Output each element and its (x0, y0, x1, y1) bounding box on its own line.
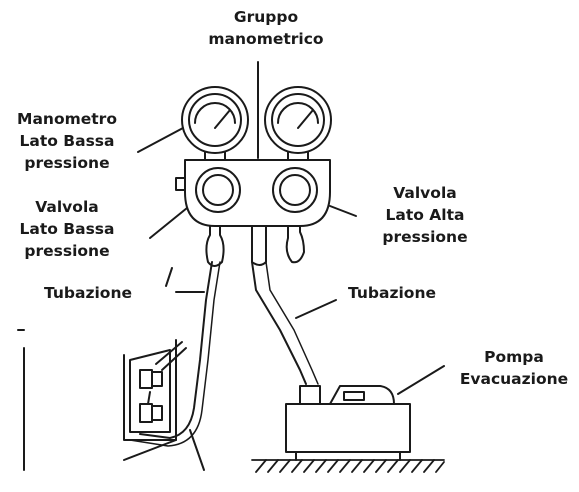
label-line: Tubazione (348, 284, 436, 302)
label-line: Lato Bassa (19, 132, 115, 150)
label-line: Evacuazione (459, 370, 569, 388)
tubazione-right-leader (295, 299, 337, 319)
manometro-leader (137, 127, 184, 153)
tubazione-left-leader-short (165, 267, 173, 287)
label-tubazione-right: Tubazione (348, 282, 436, 304)
manifold-body (175, 159, 331, 227)
manifold-fittings (205, 225, 305, 267)
label-line: Valvola (393, 184, 457, 202)
label-line: pressione (24, 242, 110, 260)
center-hose-inner (265, 261, 319, 385)
label-pompa-evacuazione: Pompa Evacuazione (452, 346, 576, 390)
label-line: Lato Alta (385, 206, 465, 224)
label-gruppo-manometrico: Gruppo manometrico (196, 6, 336, 50)
label-line: Pompa (484, 348, 544, 366)
low-pressure-gauge (181, 86, 249, 161)
bottom-leader (189, 429, 205, 471)
left-hose (139, 261, 213, 439)
label-line: pressione (24, 154, 110, 172)
wall-unit (17, 329, 187, 471)
label-line: Lato Bassa (19, 220, 115, 238)
pompa-leader (397, 365, 445, 395)
label-line: Gruppo (233, 8, 299, 26)
label-line: pressione (382, 228, 468, 246)
label-line: Manometro (17, 110, 117, 128)
left-hose-inner (129, 261, 221, 447)
ground-hatching (251, 459, 445, 473)
label-valvola-lato-bassa: Valvola Lato Bassa pressione (4, 196, 130, 262)
center-hose (251, 261, 307, 385)
vacuum-pump (285, 385, 411, 461)
label-line: Tubazione (44, 284, 132, 302)
label-tubazione-left: Tubazione (44, 282, 132, 304)
label-manometro-lato-bassa: Manometro Lato Bassa pressione (4, 108, 130, 174)
valvola-bassa-leader (149, 207, 188, 239)
valvola-alta-leader (329, 205, 357, 217)
high-pressure-gauge (264, 86, 332, 161)
label-valvola-lato-alta: Valvola Lato Alta pressione (360, 182, 490, 248)
label-line: Valvola (35, 198, 99, 216)
label-line: manometrico (208, 30, 324, 48)
